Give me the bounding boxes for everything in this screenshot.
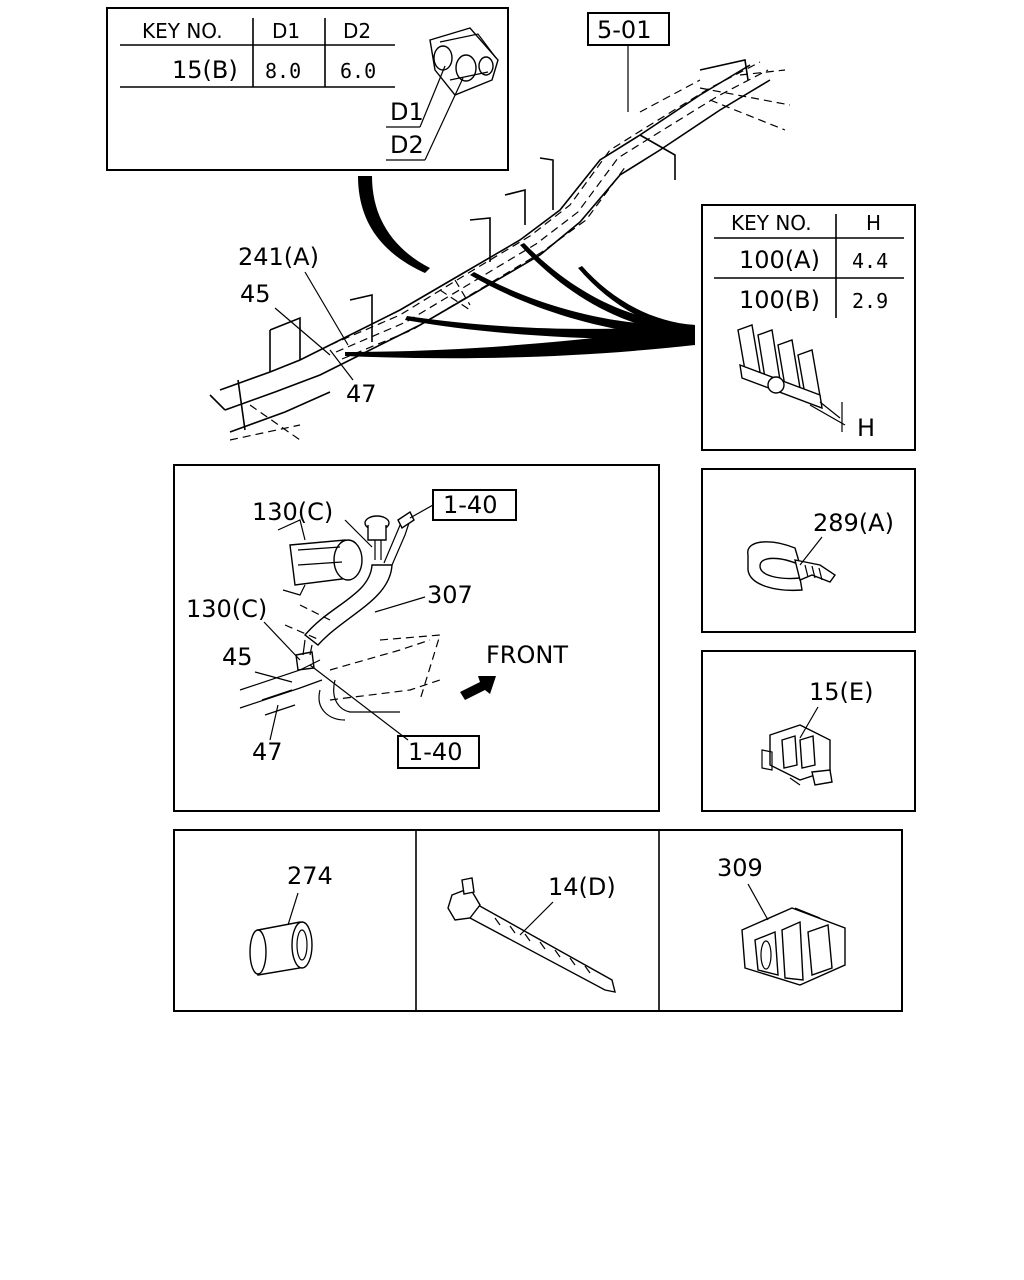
- callout-289a: 289(A): [813, 509, 894, 537]
- dimension-h-label: H: [857, 414, 875, 442]
- table-15b-header-d1: D1: [272, 19, 300, 43]
- callout-15e: 15(E): [809, 678, 873, 706]
- callout-241a: 241(A): [238, 243, 319, 271]
- clip-100-drawing: [737, 324, 846, 432]
- callout-274: 274: [287, 862, 333, 890]
- callout-45-main: 45: [240, 280, 271, 308]
- table-15b-key-cell: 15(B): [172, 56, 238, 84]
- clip-100-detail-box: KEY NO. H 100(A) 4.4 100(B) 2.9 H: [701, 204, 916, 451]
- table-15b-d2-cell: 6.0: [340, 59, 376, 83]
- callout-130c-mid: 130(C): [186, 595, 267, 623]
- table-100-header-key: KEY NO.: [731, 211, 812, 235]
- dimension-d2-label: D2: [390, 131, 424, 159]
- chassis-frame-drawing: [209, 59, 791, 441]
- svg-text:5-01: 5-01: [597, 16, 651, 44]
- clip-15e-drawing: [761, 724, 833, 786]
- table-15b-d1-cell: 8.0: [265, 59, 301, 83]
- table-100-row2-key: 100(B): [739, 286, 820, 314]
- canister-drawing: [277, 519, 363, 596]
- callout-309: 309: [717, 854, 763, 882]
- clip-15b-drawing: [429, 27, 499, 96]
- filter-hose-detail-box: FRONT 130(C) 1-40 307 130(C) 45 47 1-40: [173, 464, 660, 812]
- cap-drawing: [364, 515, 390, 560]
- bottom-parts-row: 274 14(D) 309: [173, 829, 903, 1012]
- band-289a-box: 289(A): [701, 468, 916, 633]
- callout-130c-top: 130(C): [252, 498, 333, 526]
- table-100-row2-h: 2.9: [852, 289, 888, 313]
- table-100-row1-key: 100(A): [739, 246, 820, 274]
- callout-14d: 14(D): [548, 873, 616, 901]
- callout-45-detail: 45: [222, 643, 253, 671]
- collar-274-drawing: [249, 921, 313, 976]
- table-100-row1-h: 4.4: [852, 249, 888, 273]
- reference-5-01: 5-01: [587, 12, 670, 112]
- band-289a-drawing: [747, 541, 836, 592]
- front-direction-label: FRONT: [486, 641, 568, 669]
- reference-1-40-top: 1-40: [443, 491, 497, 519]
- clip-15b-detail-box: KEY NO. D1 D2 15(B) 8.0 6.0 D1 D2: [106, 7, 509, 171]
- callout-47-main: 47: [346, 380, 377, 408]
- callout-307: 307: [427, 581, 473, 609]
- clip-309-drawing: [741, 907, 846, 986]
- table-15b-header-d2: D2: [343, 19, 371, 43]
- clip-15e-box: 15(E): [701, 650, 916, 812]
- dimension-d1-label: D1: [390, 98, 424, 126]
- tie-14d-drawing: [447, 877, 616, 993]
- reference-1-40-bottom: 1-40: [408, 738, 462, 766]
- callout-47-detail: 47: [252, 738, 283, 766]
- table-15b-header-key: KEY NO.: [142, 19, 223, 43]
- table-100-header-h: H: [866, 211, 881, 235]
- leader-sweeps: [345, 176, 695, 359]
